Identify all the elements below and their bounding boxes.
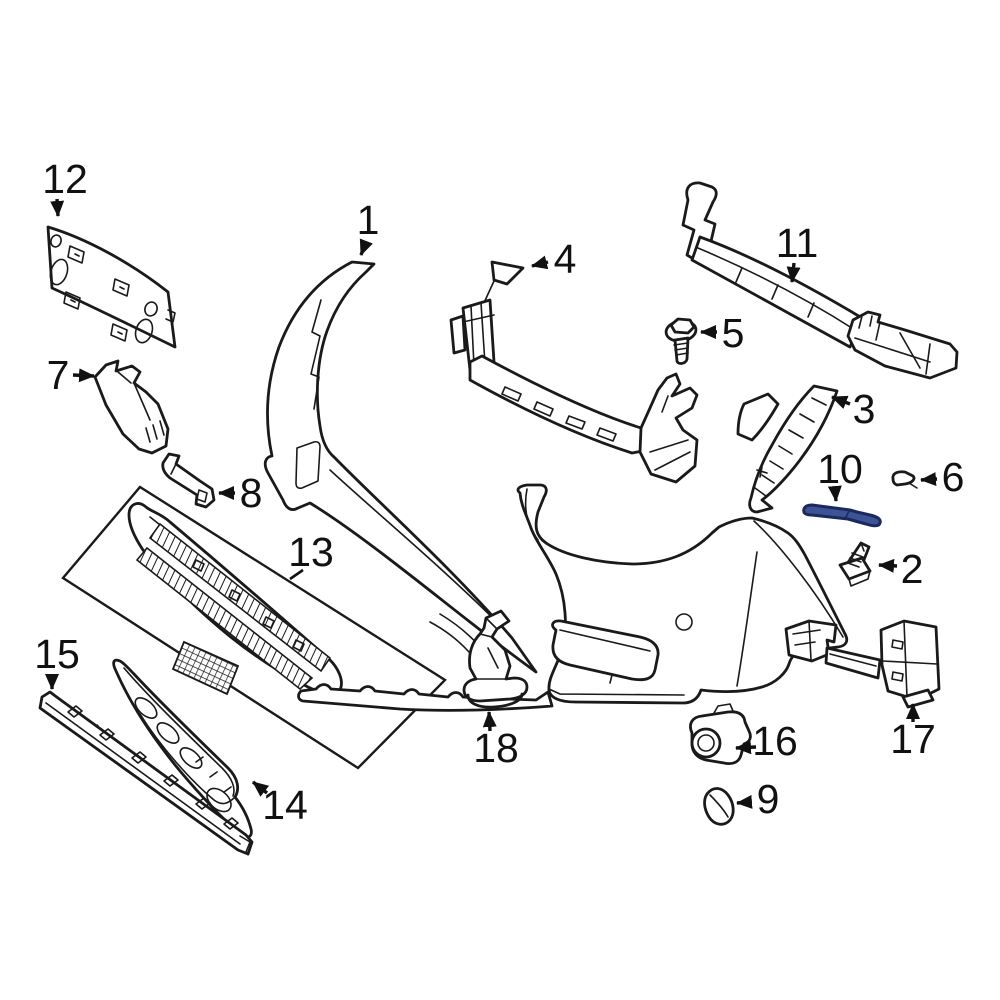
callout-18-label: 18 — [473, 725, 519, 771]
callout-14-label: 14 — [262, 782, 308, 828]
callouts: 1 2 3 4 5 6 7 8 9 10 11 12 13 14 15 16 1 — [34, 156, 964, 828]
part-5-bolt — [664, 317, 698, 365]
grille-center-mesh — [171, 640, 240, 696]
part-6-cap — [891, 470, 918, 489]
callout-11-label: 11 — [776, 220, 819, 266]
fascia-body — [516, 483, 849, 705]
callout-17-label: 17 — [890, 716, 936, 762]
tow-hook-cover — [295, 440, 321, 490]
callout-7-arrow — [72, 368, 95, 383]
part-7-bracket — [93, 359, 170, 455]
grille-group-box — [61, 485, 447, 770]
callout-3-arrow — [831, 395, 851, 409]
part-1-bumper-upper-section — [263, 260, 538, 674]
part-10-trim-strip — [802, 503, 882, 528]
part-14-lower-grille — [112, 658, 253, 839]
part-2-clip-screw — [838, 541, 872, 587]
callout-6-label: 6 — [942, 454, 965, 500]
callout-7-label: 7 — [47, 352, 70, 398]
fascia-lower-flange — [297, 683, 554, 712]
callout-15-label: 15 — [34, 631, 80, 677]
part-11-impact-absorber — [681, 181, 959, 380]
part-10-step-line — [844, 510, 850, 520]
sensor-hole — [675, 613, 693, 631]
grille-lower-slats — [135, 546, 314, 691]
callout-1-label: 1 — [357, 197, 380, 243]
callout-9-label: 9 — [757, 776, 780, 822]
callout-12-label: 12 — [42, 156, 88, 202]
part-12-license-plate-bracket — [46, 225, 177, 349]
callout-8-label: 8 — [240, 470, 263, 516]
part-10-trim-molding-highlighted — [802, 503, 882, 528]
callout-10-arrow — [827, 485, 842, 502]
callout-4-arrow — [531, 255, 549, 270]
part-13-grille — [127, 502, 343, 696]
callout-2-label: 2 — [901, 546, 924, 592]
callout-6-arrow — [920, 472, 938, 487]
callout-18-arrow — [482, 711, 497, 732]
part-9-cap — [703, 787, 735, 826]
fog-lamp-opening — [551, 619, 660, 682]
part-4-support-bracket — [449, 260, 699, 484]
callout-11-arrow — [786, 262, 801, 283]
part-3-side-bracket — [736, 384, 839, 514]
callout-4-label: 4 — [554, 236, 577, 282]
part-17-side-bracket — [784, 619, 941, 709]
callout-2-arrow — [878, 558, 898, 573]
callout-10-label: 10 — [817, 446, 863, 492]
callout-14-arrow — [251, 780, 270, 797]
part-16-parking-sensor — [689, 703, 752, 765]
part-18-mounting-bracket — [462, 609, 529, 709]
callout-3-label: 3 — [853, 386, 876, 432]
callout-13-leader — [289, 568, 304, 581]
part-8-bracket — [161, 452, 216, 509]
callout-1-arrow — [359, 238, 373, 256]
callout-16-label: 16 — [752, 718, 798, 764]
callout-5-label: 5 — [722, 310, 745, 356]
callout-12-arrow — [50, 198, 65, 217]
callout-13-label: 13 — [288, 529, 334, 575]
part-15-lower-trim-strip — [38, 690, 254, 856]
callout-16-arrow — [735, 740, 757, 755]
callout-9-arrow — [736, 794, 753, 809]
bumper-lower-fascia — [297, 483, 849, 712]
